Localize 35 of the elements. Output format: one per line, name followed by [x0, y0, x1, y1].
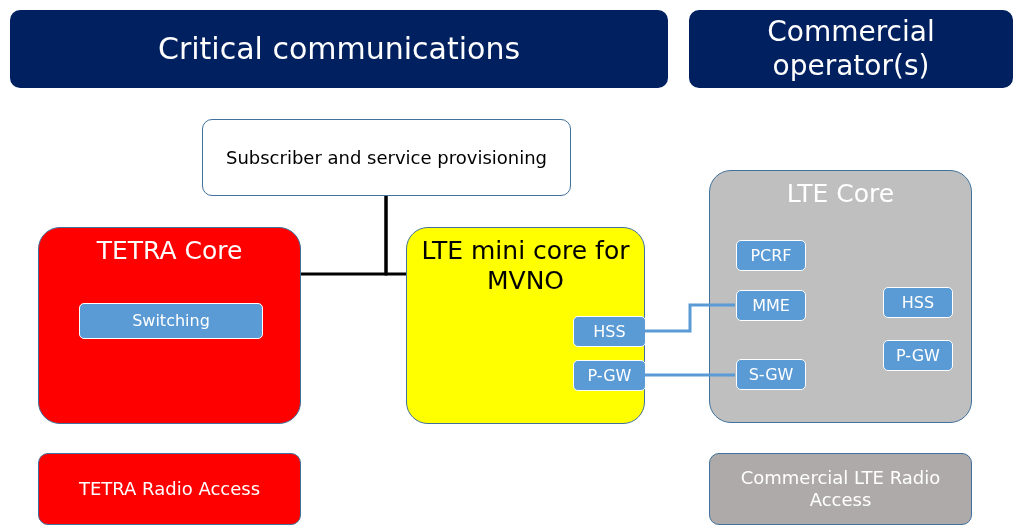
- box-label: PCRF: [750, 245, 792, 266]
- group-title: LTE mini core for MVNO: [420, 236, 631, 296]
- box-label: TETRA Radio Access: [78, 478, 261, 500]
- process-box: [38, 453, 301, 525]
- box-label: P-GW: [896, 345, 940, 366]
- connector-line: [384, 196, 406, 276]
- box-label: HSS: [901, 292, 935, 313]
- group-box: [38, 227, 301, 424]
- box-label: Subscriber and service provisioning: [225, 146, 548, 169]
- group-box: [406, 227, 645, 424]
- group-title: TETRA Core: [96, 236, 243, 266]
- connector-line: [645, 303, 735, 333]
- process-box: [79, 303, 263, 339]
- connector-line: [645, 373, 735, 377]
- box-label: MME: [752, 295, 790, 316]
- box-label: S-GW: [748, 364, 794, 385]
- group-box: [709, 170, 972, 423]
- process-box: [883, 340, 953, 371]
- process-box: [202, 119, 571, 196]
- process-box: [736, 290, 806, 321]
- process-box: [709, 453, 972, 525]
- process-box: [883, 287, 953, 318]
- process-box: [573, 360, 646, 391]
- process-box: [573, 316, 646, 347]
- box-label: Commercial operator(s): [766, 15, 936, 83]
- box-label: HSS: [593, 321, 626, 342]
- box-label: Switching: [132, 311, 210, 331]
- process-box: [736, 240, 806, 271]
- box-label: Critical communications: [157, 31, 521, 67]
- group-title: LTE Core: [786, 179, 895, 209]
- box-label: P-GW: [587, 365, 632, 386]
- header-banner: [10, 10, 668, 88]
- process-box: [736, 359, 806, 390]
- box-label: Commercial LTE Radio Access: [739, 467, 942, 511]
- header-banner: [689, 10, 1013, 88]
